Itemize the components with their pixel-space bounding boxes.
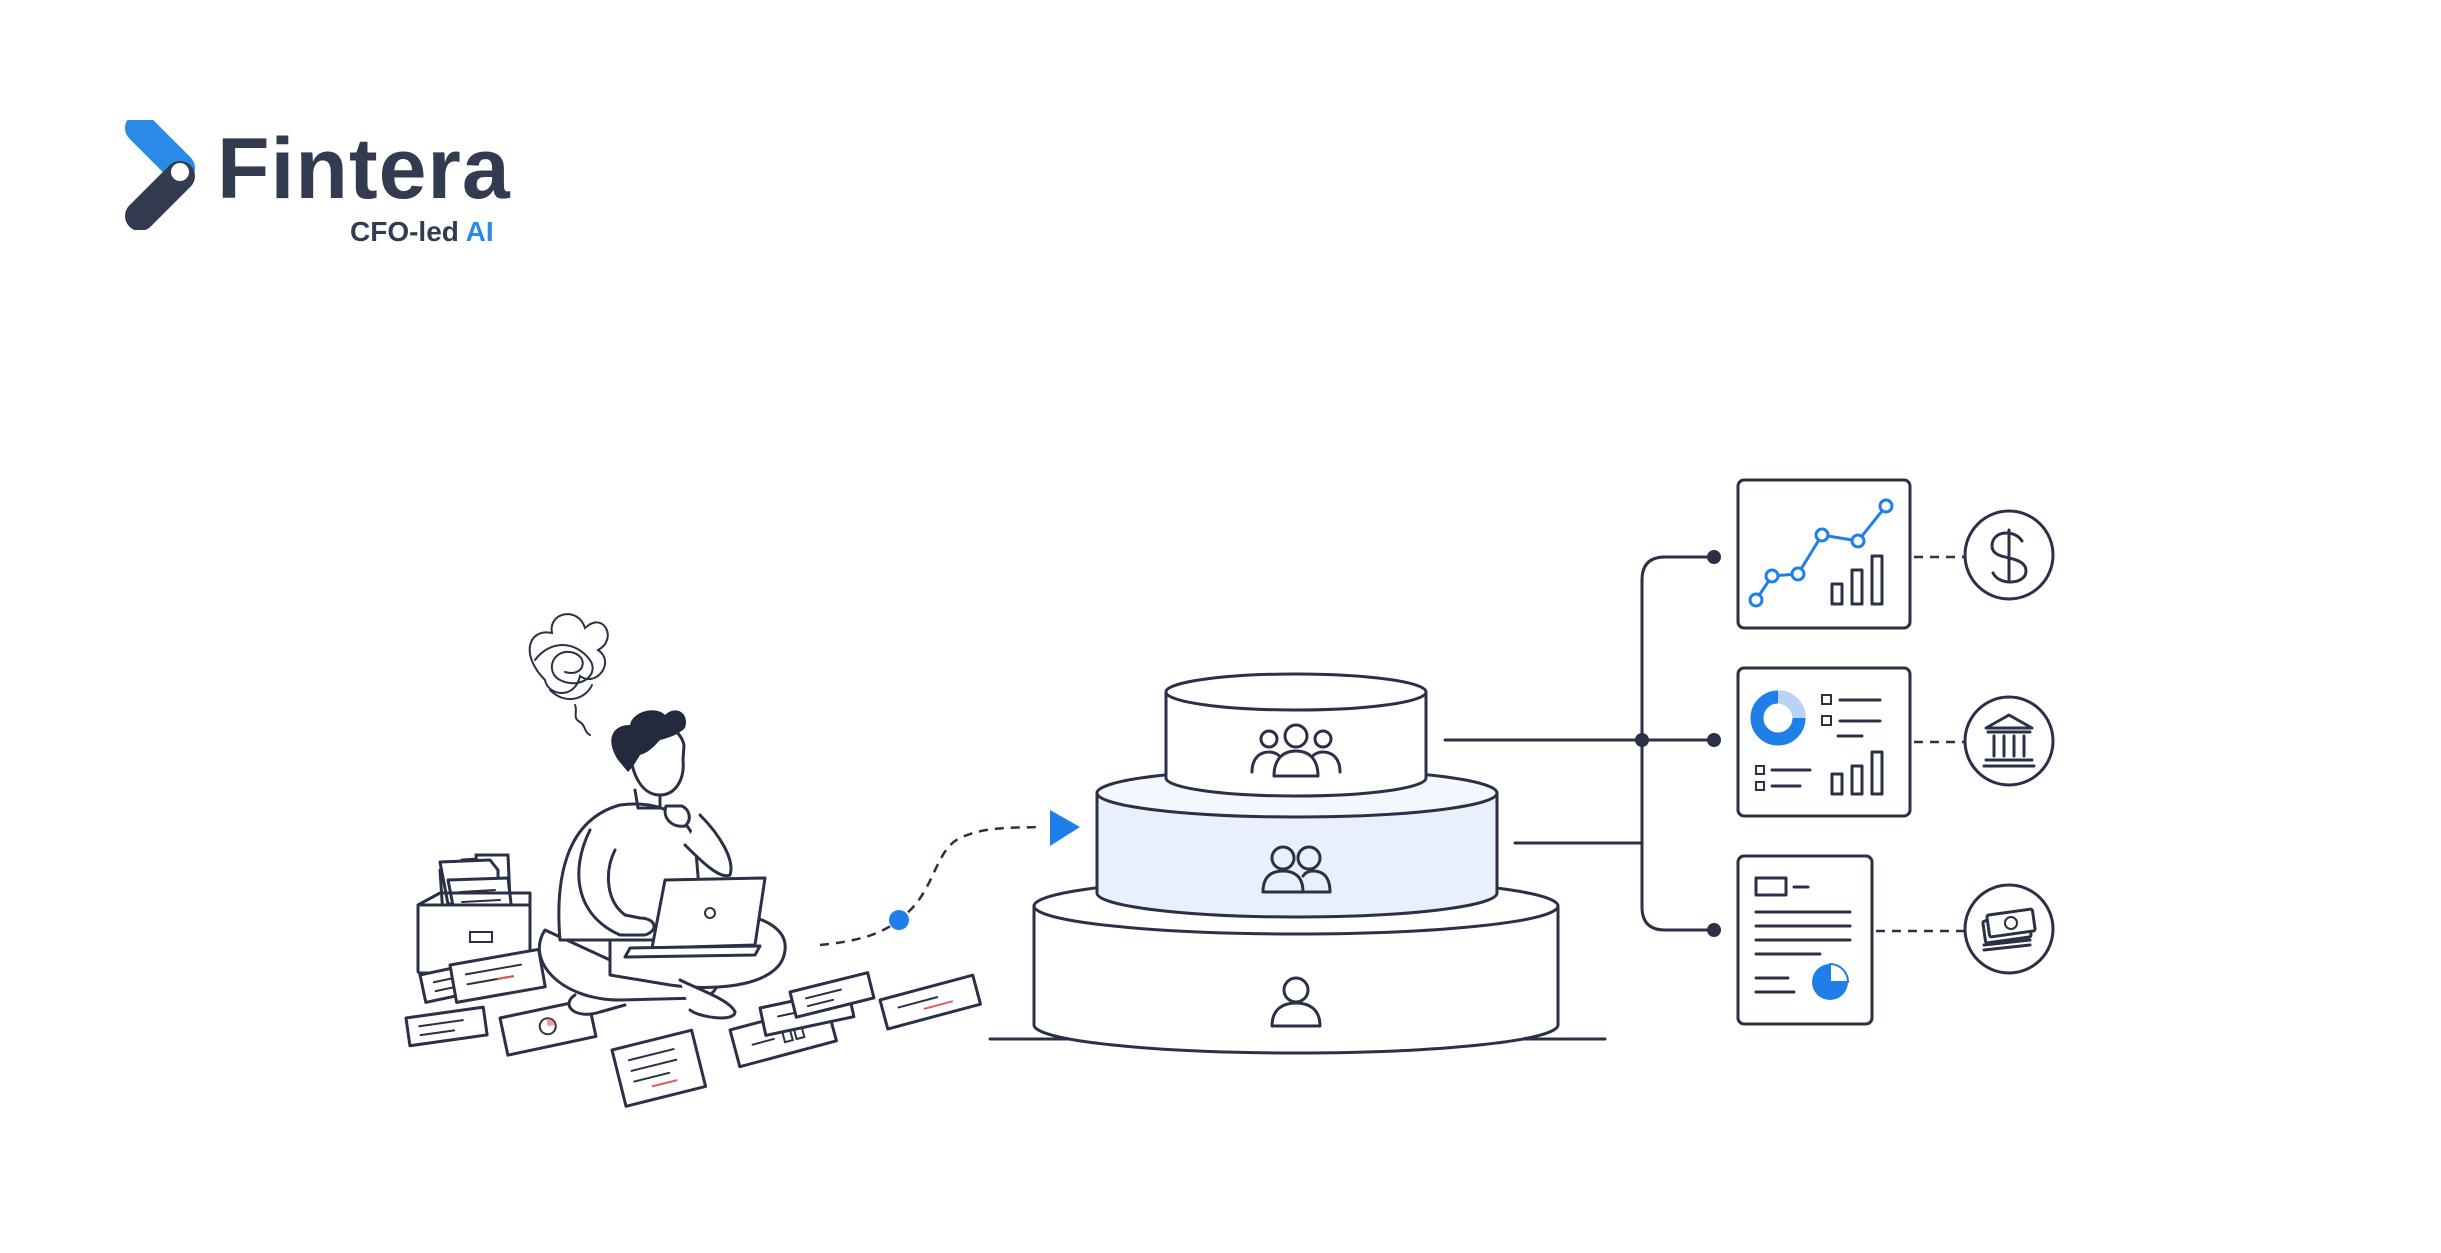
pair-users-icon [1261,845,1332,894]
output-card-trend [1736,478,1912,630]
brand-name: Fintera [217,121,511,217]
tangled-thought-bubble-icon [528,613,609,736]
donut-and-list-report-icon [1750,690,1884,796]
scattered-papers [404,947,982,1108]
brand-logo: Fintera CFO-led AI [122,120,522,260]
cash-stack-icon [1981,907,2037,952]
tiered-platform [988,672,1607,1055]
document-with-pie-icon [1754,876,1852,1000]
endpoint-dollar [1963,509,2055,601]
overwhelmed-person-scene [404,613,982,1108]
output-card-summary [1736,666,1912,818]
tier-top [1164,672,1428,798]
brand-tagline: CFO-led AI [350,218,494,246]
tagline-prefix: CFO-led [350,216,466,247]
output-card-document [1736,854,1874,1026]
tagline-accent: AI [465,216,494,247]
thinking-person-with-laptop [538,710,787,1020]
dollar-icon [1990,528,2028,584]
fintera-logo-icon [125,120,195,230]
bank-icon [1982,713,2036,768]
endpoint-cash [1963,883,2055,975]
endpoint-bank [1963,695,2055,787]
team-group-icon [1250,723,1342,778]
flow-arrow [819,810,1080,947]
single-user-icon [1270,976,1322,1028]
line-and-bar-chart-icon [1748,498,1894,608]
